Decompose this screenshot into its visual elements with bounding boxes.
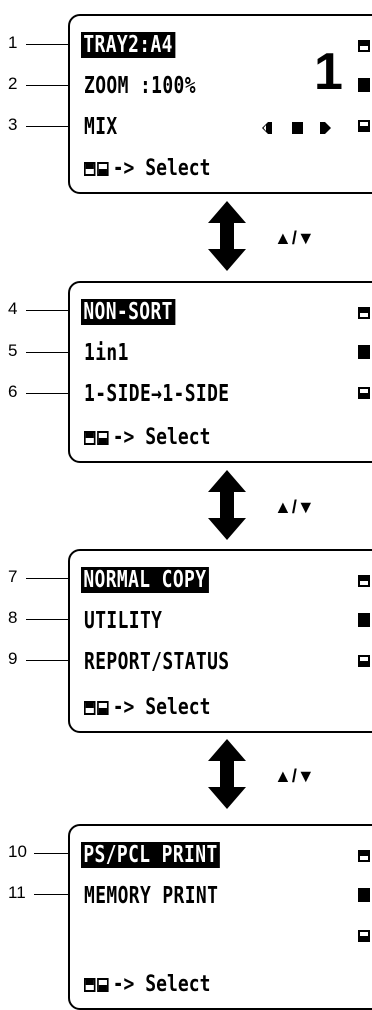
scroll-position-indicator-icon [358, 888, 370, 902]
lcd-screen-print-menu: PS/PCL PRINT MEMORY PRINT -> Select [68, 824, 372, 1010]
scroll-up-indicator-icon [358, 40, 370, 52]
up-key-icon [84, 701, 96, 715]
leader-line-4 [26, 310, 82, 311]
callout-11: 11 [8, 883, 26, 902]
select-hint: -> Select [84, 972, 210, 998]
scroll-down-indicator-icon [358, 930, 370, 942]
scroll-position-indicator-icon [358, 78, 370, 92]
row-zoom: ZOOM :100% [84, 73, 196, 99]
scroll-position-indicator-icon [358, 345, 370, 359]
select-hint-text: -> Select [112, 695, 211, 720]
select-hint: -> Select [84, 695, 210, 721]
select-hint-text: -> Select [112, 425, 211, 450]
leader-line-3 [26, 126, 82, 127]
callout-6: 6 [8, 382, 18, 401]
up-key-icon [84, 162, 96, 176]
scroll-down-indicator-icon [358, 655, 370, 667]
scroll-up-indicator-icon [358, 307, 370, 319]
row-combine: 1in1 [84, 340, 129, 366]
callout-7: 7 [8, 567, 18, 586]
down-key-icon [97, 431, 109, 445]
select-hint: -> Select [84, 156, 210, 182]
adjust-right-icon [320, 122, 331, 134]
nav-key-label: ▲/▼ [274, 766, 315, 786]
double-headed-arrow-icon [208, 201, 246, 271]
callout-8: 8 [8, 608, 18, 627]
scroll-up-indicator-icon [358, 850, 370, 862]
leader-line-11 [34, 894, 82, 895]
select-hint-text: -> Select [112, 156, 211, 181]
callout-4: 4 [8, 299, 18, 318]
nav-key-label: ▲/▼ [274, 228, 315, 248]
adjust-center-icon [292, 122, 303, 134]
row-mix: MIX [84, 114, 118, 140]
row-sort-mode: NON-SORT [81, 299, 176, 325]
select-hint: -> Select [84, 425, 210, 451]
adjust-indicators [262, 122, 331, 134]
copies-count: 1 [314, 43, 343, 101]
row-tray-paper: TRAY2:A4 [81, 32, 176, 58]
down-key-icon [97, 701, 109, 715]
callout-2: 2 [8, 74, 18, 93]
menu-item-ps-pcl-print: PS/PCL PRINT [81, 842, 220, 868]
scroll-down-indicator-icon [358, 387, 370, 399]
adjust-left-icon [262, 122, 272, 134]
down-key-icon [97, 978, 109, 992]
up-key-icon [84, 978, 96, 992]
callout-5: 5 [8, 341, 18, 360]
down-key-icon [97, 162, 109, 176]
leader-line-1 [26, 44, 82, 45]
leader-line-10 [34, 853, 82, 854]
up-key-icon [84, 431, 96, 445]
scroll-up-indicator-icon [358, 575, 370, 587]
double-headed-arrow-icon [208, 739, 246, 809]
lcd-screen-copy-options: NON-SORT 1in1 1-SIDE→1-SIDE -> Select [68, 281, 372, 463]
double-headed-arrow-icon [208, 470, 246, 540]
callout-9: 9 [8, 649, 18, 668]
leader-line-8 [26, 619, 82, 620]
callout-10: 10 [8, 842, 27, 861]
menu-item-memory-print: MEMORY PRINT [84, 883, 219, 909]
nav-key-label: ▲/▼ [274, 497, 315, 517]
scroll-position-indicator-icon [358, 613, 370, 627]
leader-line-9 [26, 660, 82, 661]
menu-item-report-status: REPORT/STATUS [84, 649, 230, 675]
select-hint-text: -> Select [112, 972, 211, 997]
lcd-screen-copy-basic: TRAY2:A4 ZOOM :100% MIX 1 -> Select [68, 14, 372, 194]
row-duplex: 1-SIDE→1-SIDE [84, 381, 230, 407]
callout-3: 3 [8, 115, 18, 134]
lcd-screen-main-menu: NORMAL COPY UTILITY REPORT/STATUS -> Sel… [68, 549, 372, 733]
menu-item-utility: UTILITY [84, 608, 163, 634]
scroll-down-indicator-icon [358, 120, 370, 132]
menu-item-normal-copy: NORMAL COPY [81, 567, 209, 593]
leader-line-2 [26, 85, 82, 86]
callout-1: 1 [8, 33, 18, 52]
leader-line-6 [26, 393, 82, 394]
leader-line-7 [26, 578, 82, 579]
leader-line-5 [26, 352, 82, 353]
